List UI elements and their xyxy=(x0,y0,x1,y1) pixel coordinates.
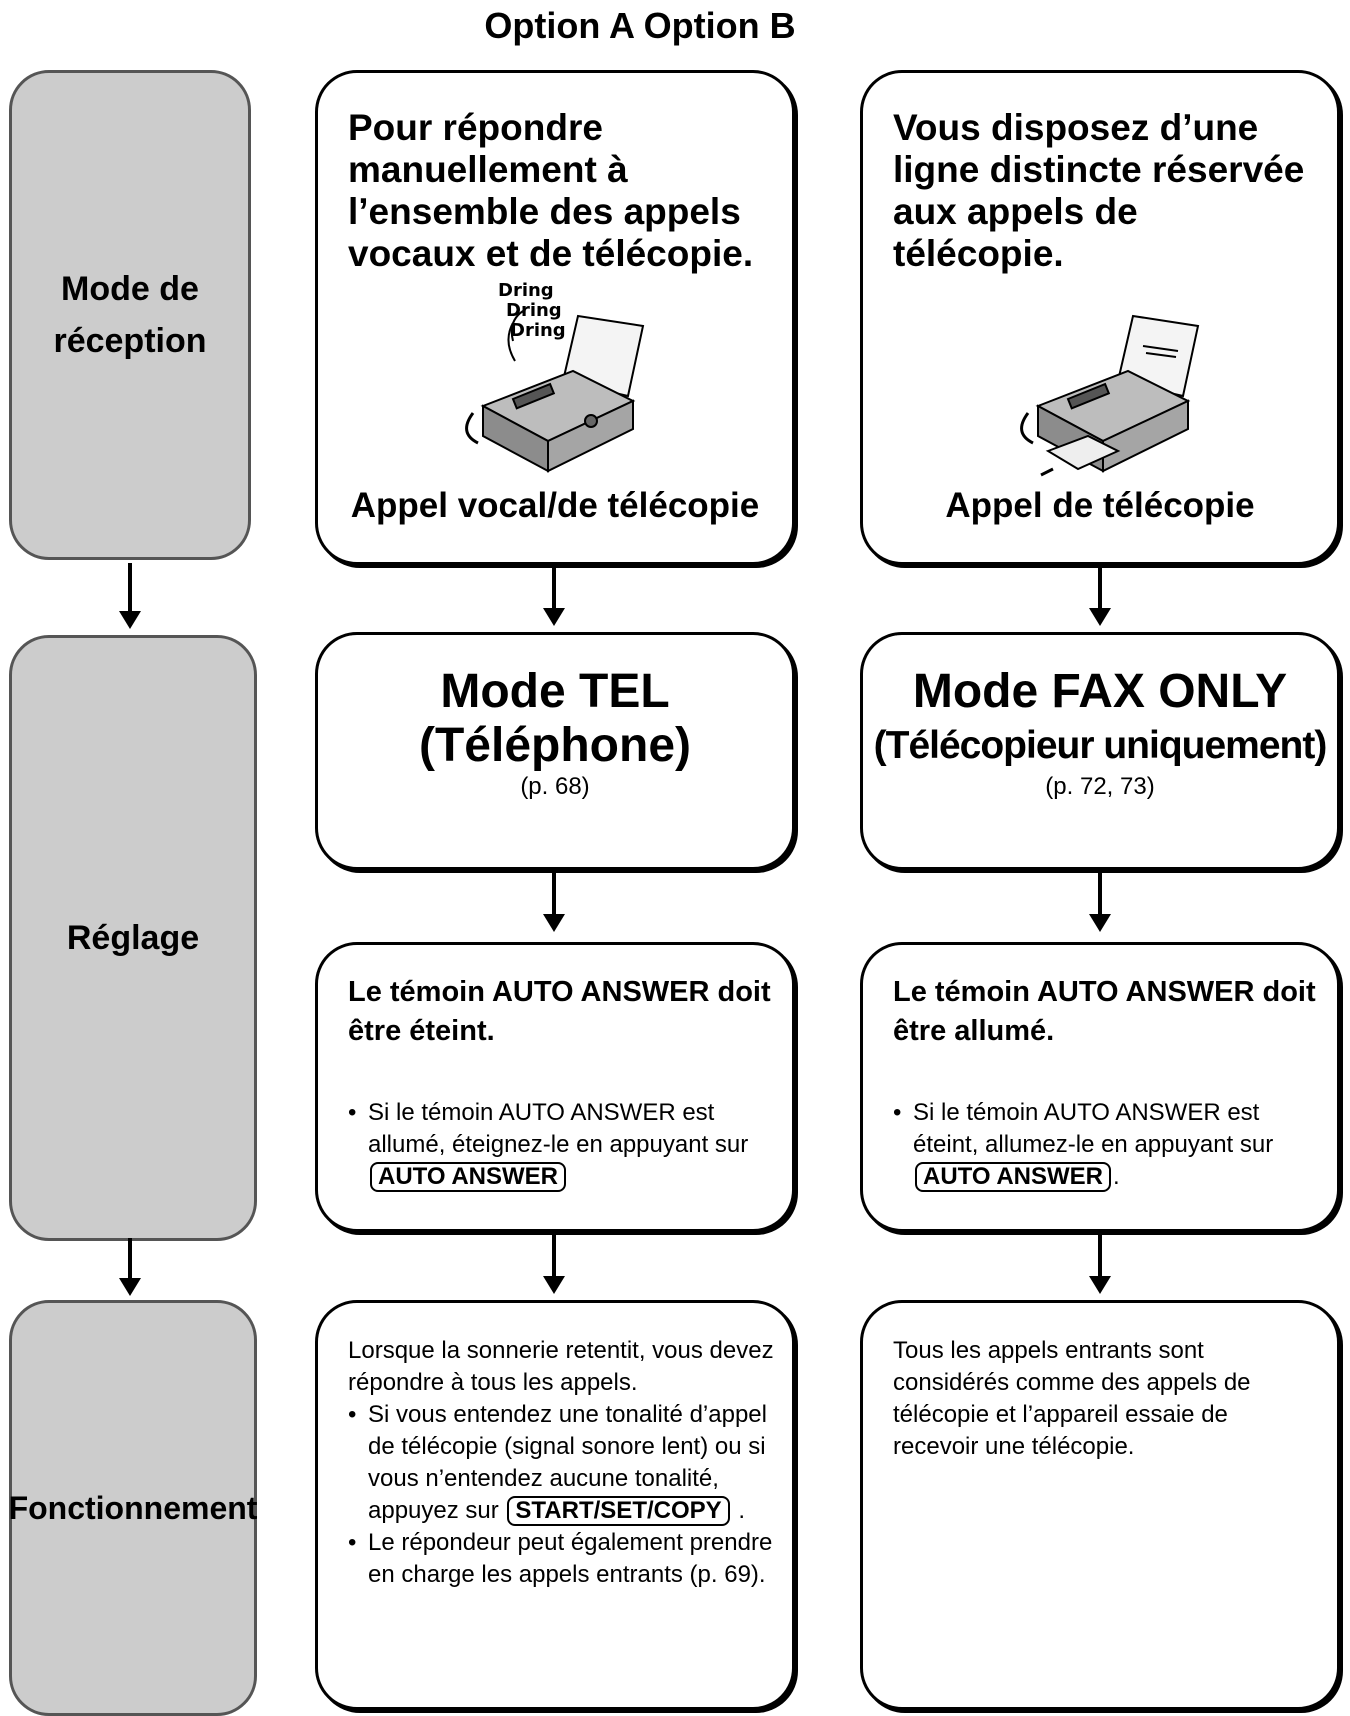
option-a-mode-title: Mode TEL xyxy=(440,665,670,718)
option-a-led-box: Le témoin AUTO ANSWER doit être éteint. … xyxy=(315,942,795,1232)
option-b-led-box: Le témoin AUTO ANSWER doit être allumé. … xyxy=(860,942,1340,1232)
fax-machine-receiving-icon xyxy=(1020,314,1200,477)
arrow-b-1 xyxy=(1089,565,1111,626)
arrow-a-2 xyxy=(543,872,565,932)
option-b-mode-page: (p. 72, 73) xyxy=(1045,773,1155,800)
option-b-mode-title-2: (Télécopieur uniquement) xyxy=(873,724,1328,767)
option-b-reception-text: Vous disposez d’une ligne distincte rése… xyxy=(893,107,1305,274)
auto-answer-key-b: AUTO ANSWER xyxy=(915,1162,1111,1192)
option-b-reception-caption: Appel de télécopie xyxy=(945,486,1255,525)
fax-machine-ringing-icon xyxy=(465,310,645,473)
start-set-copy-key: START/SET/COPY xyxy=(507,1496,730,1526)
row-label-reglage: Réglage xyxy=(9,635,257,1241)
option-b-mode-box: Mode FAX ONLY (Télécopieur uniquement) (… xyxy=(860,632,1340,870)
row-label-reception: Mode de réception xyxy=(9,70,251,560)
ring-sound-3: Dring xyxy=(510,320,566,341)
auto-answer-key-a: AUTO ANSWER xyxy=(370,1162,566,1192)
option-a-led-bullet-text: Si le témoin AUTO ANSWER est allumé, éte… xyxy=(368,1099,749,1158)
option-a-op-bullet-2: Le répondeur peut également prendre en c… xyxy=(348,1527,774,1591)
option-b-reception-box: Vous disposez d’une ligne distincte rése… xyxy=(860,70,1340,565)
option-b-led-bullet-text: Si le témoin AUTO ANSWER est éteint, all… xyxy=(913,1099,1274,1158)
option-a-mode-box: Mode TEL (Téléphone) (p. 68) xyxy=(315,632,795,870)
option-a-led-bullet: • Si le témoin AUTO ANSWER est allumé, é… xyxy=(348,1099,749,1192)
options-header: Option A Option B xyxy=(484,5,796,46)
option-b-led-bullet: • Si le témoin AUTO ANSWER est éteint, a… xyxy=(893,1099,1274,1192)
option-a-op-bullet-1-text: Si vous entendez une tonalité d’appel de… xyxy=(368,1401,767,1524)
option-a-reception-caption: Appel vocal/de télécopie xyxy=(350,486,760,525)
option-a-mode-title-2: (Téléphone) xyxy=(419,719,691,772)
arrow-left-2 xyxy=(119,1238,141,1296)
option-b-mode-title: Mode FAX ONLY xyxy=(912,665,1288,718)
arrow-left-1 xyxy=(119,563,141,629)
option-a-led-title: Le témoin AUTO ANSWER doit être éteint. xyxy=(348,976,771,1047)
option-a-op-intro: Lorsque la sonnerie retentit, vous devez… xyxy=(348,1337,774,1396)
option-a-reception-text: Pour répondre manuellement à l’ensemble … xyxy=(348,107,754,274)
arrow-b-2 xyxy=(1089,872,1111,932)
option-a-op-bullet-1: Si vous entendez une tonalité d’appel de… xyxy=(348,1399,774,1527)
ring-sound-2: Dring xyxy=(506,300,562,321)
option-a-operation-box: Lorsque la sonnerie retentit, vous devez… xyxy=(315,1300,795,1710)
ring-sound-1: Dring xyxy=(498,280,554,301)
arrow-a-3 xyxy=(543,1234,565,1294)
option-b-op-text: Tous les appels entrants sont considérés… xyxy=(893,1337,1251,1460)
option-a-reception-box: Pour répondre manuellement à l’ensemble … xyxy=(315,70,795,565)
arrow-b-3 xyxy=(1089,1234,1111,1294)
option-b-operation-box: Tous les appels entrants sont considérés… xyxy=(860,1300,1340,1710)
arrow-a-1 xyxy=(543,565,565,626)
row-label-fonctionnement: Fonctionnement xyxy=(9,1300,257,1716)
option-b-led-title: Le témoin AUTO ANSWER doit être allumé. xyxy=(893,976,1316,1047)
option-a-mode-page: (p. 68) xyxy=(520,773,590,800)
